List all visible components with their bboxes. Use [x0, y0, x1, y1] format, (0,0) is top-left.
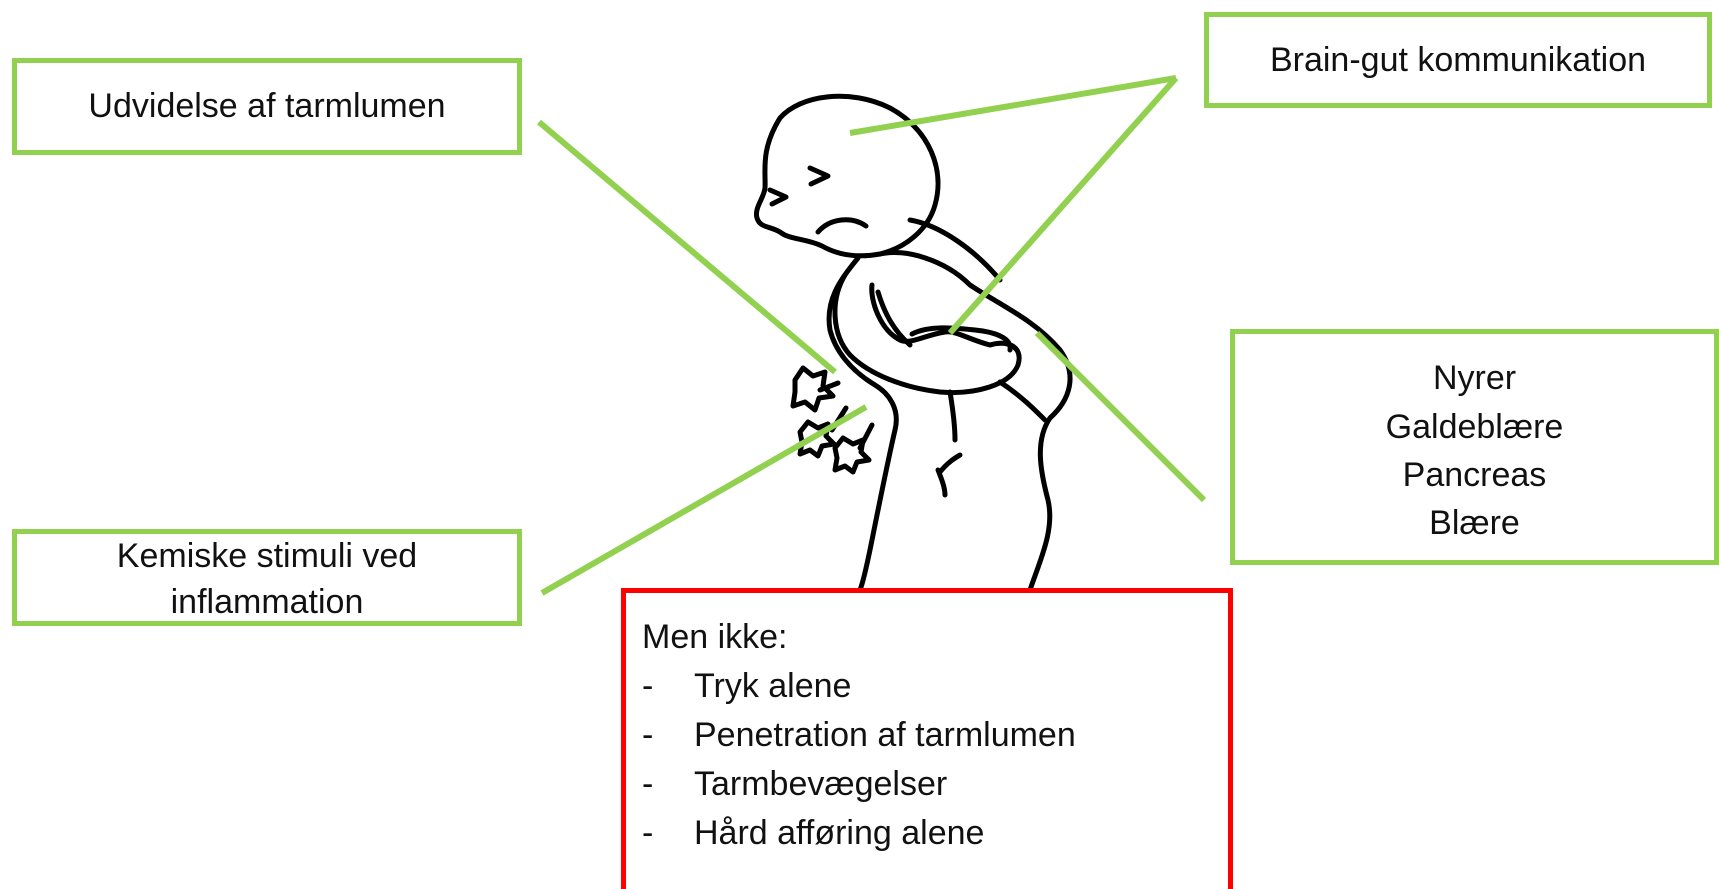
label-kemiske-stimuli: Kemiske stimuli ved inflammation [12, 529, 522, 626]
label-udvidelse-af-tarmlumen: Udvidelse af tarmlumen [12, 58, 522, 155]
men-ikke-box: Men ikke: - Tryk alene - Penetration af … [621, 588, 1233, 889]
connector-kemiske [542, 407, 866, 593]
list-item: - Tarmbevægelser [642, 760, 947, 809]
organ-item: Pancreas [1403, 451, 1547, 499]
connector-organs [1037, 333, 1204, 500]
organ-item: Nyrer [1433, 354, 1516, 402]
connector-udvidelse [539, 122, 835, 372]
list-item: - Penetration af tarmlumen [642, 711, 1076, 760]
label-kemiske-line-2: inflammation [171, 580, 364, 626]
list-item-text: Tarmbevægelser [694, 760, 947, 809]
connector-brain-abdomen [950, 78, 1176, 333]
list-dash: - [642, 711, 694, 760]
men-ikke-title: Men ikke: [642, 613, 788, 662]
list-item-text: Tryk alene [694, 662, 851, 711]
list-dash: - [642, 809, 694, 858]
label-udvidelse-text: Udvidelse af tarmlumen [88, 82, 445, 130]
organ-item: Blære [1429, 499, 1520, 547]
list-dash: - [642, 662, 694, 711]
label-organs: Nyrer Galdeblære Pancreas Blære [1230, 329, 1719, 565]
label-brain-gut-text: Brain-gut kommunikation [1270, 36, 1646, 84]
list-item-text: Hård afføring alene [694, 809, 984, 858]
list-dash: - [642, 760, 694, 809]
list-item: - Tryk alene [642, 662, 851, 711]
list-item: - Hård afføring alene [642, 809, 984, 858]
list-item-text: Penetration af tarmlumen [694, 711, 1076, 760]
label-kemiske-line-1: Kemiske stimuli ved [117, 534, 417, 580]
connector-brain-head [850, 78, 1176, 133]
label-brain-gut-kommunikation: Brain-gut kommunikation [1204, 12, 1712, 108]
organ-item: Galdeblære [1386, 403, 1564, 451]
